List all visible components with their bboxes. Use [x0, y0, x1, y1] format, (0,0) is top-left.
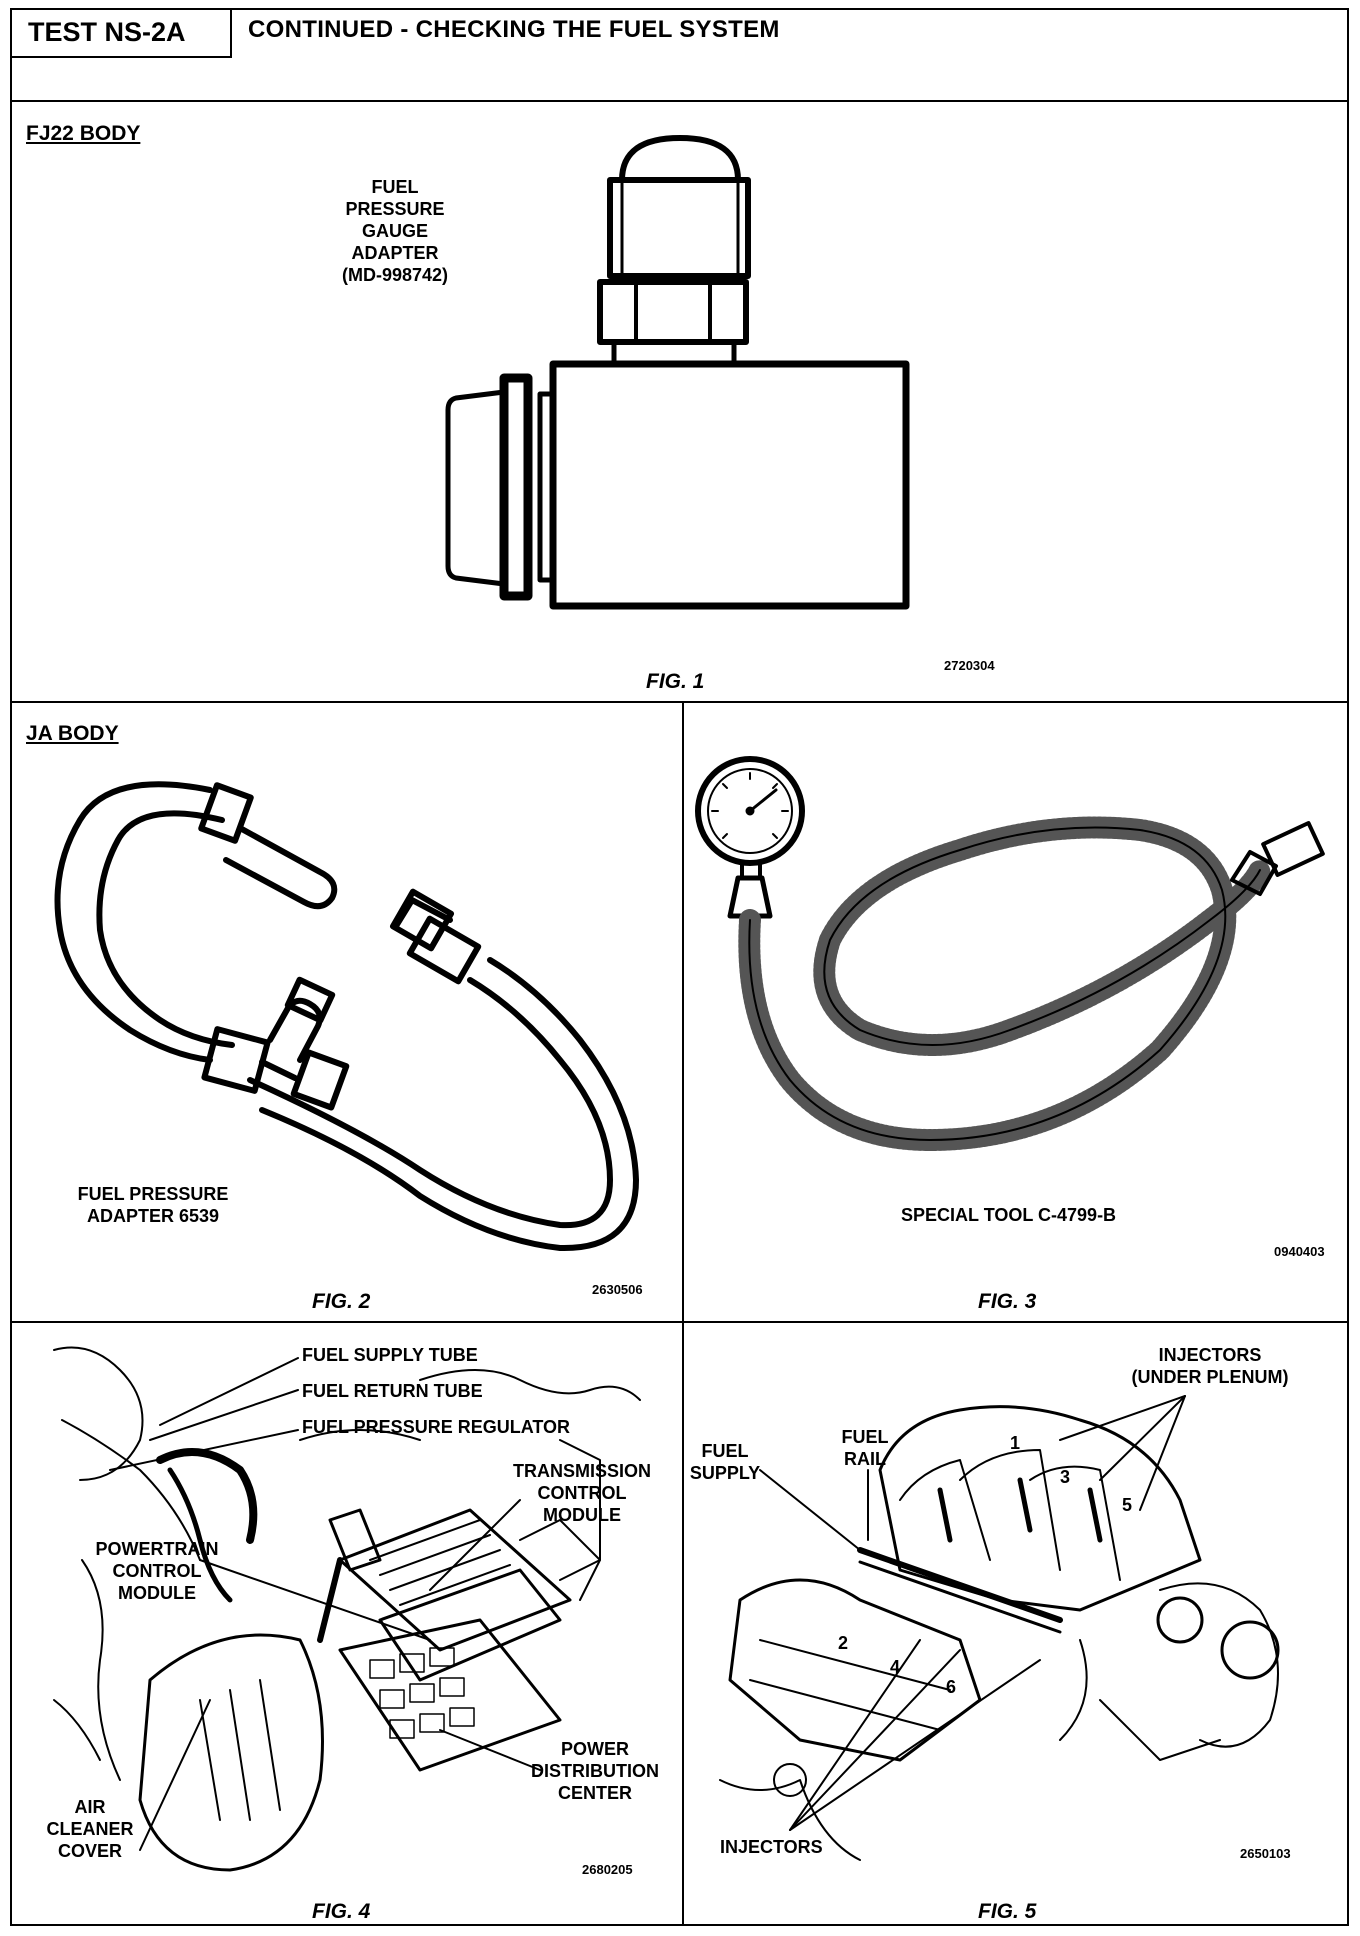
fig5-injectors-top-line: (UNDER PLENUM) [1131, 1367, 1289, 1387]
fig3-callout: SPECIAL TOOL C-4799-B [901, 1205, 1117, 1225]
fig4-pcm-line: POWERTRAIN [95, 1539, 219, 1559]
fig4-pdc-line: POWER [560, 1739, 629, 1759]
fig5-cyl-2: 2 [838, 1633, 849, 1653]
fig3-caption: FIG. 3 [978, 1290, 1037, 1313]
fig5-cyl-4: 4 [890, 1657, 901, 1677]
fig1-callout-line: ADAPTER [351, 243, 439, 263]
fig4-callout-pcm: POWERTRAIN CONTROL MODULE [82, 1538, 232, 1604]
fig4-air-line: COVER [57, 1841, 122, 1861]
fig4-callout-return: FUEL RETURN TUBE [302, 1381, 483, 1401]
fig2-callout: FUEL PRESSURE ADAPTER 6539 [58, 1183, 248, 1227]
fig5-callout-fuel-rail: FUEL RAIL [820, 1426, 910, 1470]
fig4-pcm-line: MODULE [118, 1583, 196, 1603]
fig5-cyl-1: 1 [1010, 1433, 1021, 1453]
header-row: TEST NS-2A CONTINUED - CHECKING THE FUEL… [10, 8, 1349, 102]
fig4-tcm-line: CONTROL [537, 1483, 627, 1503]
page-title: CONTINUED - CHECKING THE FUEL SYSTEM [248, 16, 780, 43]
fig5-fuel-rail-line: FUEL [841, 1427, 889, 1447]
section-label-fj22: FJ22 BODY [26, 122, 141, 145]
fig4-air-line: AIR [74, 1797, 106, 1817]
section-label-ja: JA BODY [26, 722, 119, 745]
fig1-callout-line: GAUGE [361, 221, 428, 241]
divider-1 [10, 701, 1349, 703]
fig5-injectors-top-line: INJECTORS [1158, 1345, 1262, 1365]
fig1-callout-line: (MD-998742) [341, 265, 449, 285]
fuel-pressure-adapter-drawing [54, 756, 1325, 1252]
fig4-callout-regulator: FUEL PRESSURE REGULATOR [302, 1417, 571, 1437]
page-frame [10, 8, 1349, 1926]
fuel-gauge-adapter-drawing [445, 135, 910, 610]
fig3-code: 0940403 [1274, 1244, 1325, 1259]
fig5-cyl-6: 6 [946, 1677, 957, 1697]
fig5-fuel-supply-line: FUEL [701, 1441, 749, 1461]
fig1-callout-line: FUEL [371, 177, 419, 197]
fig4-air-line: CLEANER [46, 1819, 134, 1839]
fig4-pdc-line: DISTRIBUTION [531, 1761, 659, 1781]
fig4-caption: FIG. 4 [312, 1900, 371, 1923]
fig5-code: 2650103 [1240, 1846, 1291, 1861]
fig4-tcm-line: MODULE [543, 1505, 621, 1525]
fig1-code: 2720304 [944, 658, 995, 673]
fig2-code: 2630506 [592, 1282, 643, 1297]
fig1-callout: FUEL PRESSURE GAUGE ADAPTER (MD-998742) [300, 176, 490, 286]
fig5-callout-injectors-bottom: INJECTORS [720, 1837, 823, 1857]
fig4-pdc-line: CENTER [557, 1783, 632, 1803]
fig2-callout-line: FUEL PRESSURE [77, 1184, 229, 1204]
fig5-callout-injectors-top: INJECTORS (UNDER PLENUM) [1110, 1344, 1310, 1388]
divider-vertical [682, 701, 684, 1926]
fig4-code: 2680205 [582, 1862, 633, 1877]
fig5-caption: FIG. 5 [978, 1900, 1037, 1923]
fig2-caption: FIG. 2 [312, 1290, 371, 1313]
fig4-callout-tcm: TRANSMISSION CONTROL MODULE [492, 1460, 672, 1526]
fig4-pcm-line: CONTROL [112, 1561, 202, 1581]
divider-2 [10, 1321, 1349, 1323]
fig4-tcm-line: TRANSMISSION [512, 1461, 651, 1481]
fig5-fuel-rail-line: RAIL [844, 1449, 886, 1469]
fig4-callout-air-cleaner: AIR CLEANER COVER [30, 1796, 150, 1862]
fig1-caption: FIG. 1 [646, 670, 705, 693]
fig5-callout-fuel-supply: FUEL SUPPLY [680, 1440, 770, 1484]
fig5-cyl-5: 5 [1122, 1495, 1133, 1515]
fig4-callout-pdc: POWER DISTRIBUTION CENTER [520, 1738, 670, 1804]
fig5-fuel-supply-line: SUPPLY [689, 1463, 761, 1483]
fig5-cyl-3: 3 [1060, 1467, 1071, 1487]
fig1-callout-line: PRESSURE [345, 199, 445, 219]
test-id: TEST NS-2A [10, 8, 232, 58]
fig4-callout-supply: FUEL SUPPLY TUBE [302, 1345, 478, 1365]
fig2-callout-line: ADAPTER 6539 [86, 1206, 220, 1226]
